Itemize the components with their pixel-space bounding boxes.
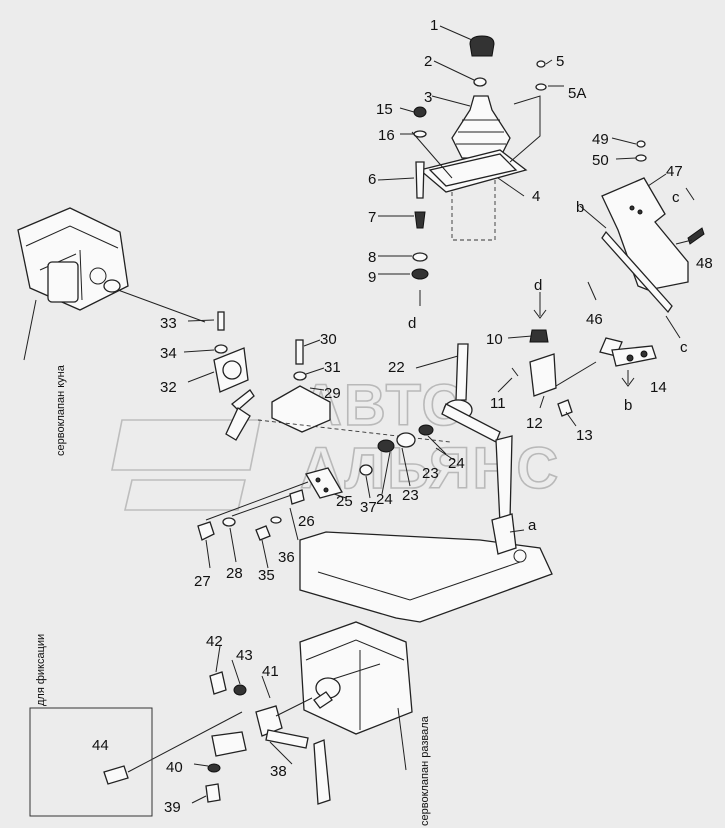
servo-valve-razval: [299, 621, 413, 735]
label-12: 12: [526, 415, 543, 432]
label-36: 36: [278, 549, 295, 566]
label-26: 26: [298, 513, 315, 530]
label-4: 4: [532, 188, 540, 205]
label-44: 44: [92, 737, 109, 754]
label-38: 38: [270, 763, 287, 780]
label-1: 1: [430, 17, 438, 34]
fork-12: [511, 329, 573, 417]
label-40: 40: [166, 759, 183, 776]
letter-c-bottom: c: [680, 339, 688, 356]
watermark-line-2: АЛЬЯНС: [300, 436, 560, 501]
label-13: 13: [576, 427, 593, 444]
label-29: 29: [324, 385, 341, 402]
label-28: 28: [226, 565, 243, 582]
label-30: 30: [320, 331, 337, 348]
leader-lines: [183, 25, 693, 804]
clamp-32: [213, 311, 249, 393]
label-48: 48: [696, 255, 713, 272]
label-3: 3: [424, 89, 432, 106]
bracket-47: [601, 140, 705, 314]
label-25: 25: [336, 493, 353, 510]
parts-bottom-left: [103, 671, 247, 803]
label-43: 43: [236, 647, 253, 664]
shaft-pieces: [359, 424, 434, 476]
lever-knob: [469, 35, 495, 87]
letter-b-bottom: b: [624, 397, 632, 414]
label-6: 6: [368, 171, 376, 188]
label-23a: 23: [422, 465, 439, 482]
frame-plate: [299, 435, 553, 623]
label-23b: 23: [402, 487, 419, 504]
label-9: 9: [368, 269, 376, 286]
reference-arrows: [533, 187, 695, 387]
lever-22: [441, 343, 501, 443]
label-39: 39: [164, 799, 181, 816]
lever-boot: [418, 95, 528, 241]
label-24a: 24: [448, 455, 465, 472]
label-31: 31: [324, 359, 341, 376]
label-34: 34: [160, 345, 177, 362]
label-5a: 5A: [568, 85, 586, 102]
letter-a: a: [528, 517, 537, 534]
label-32: 32: [160, 379, 177, 396]
label-24b: 24: [376, 491, 393, 508]
letter-d-left: d: [408, 315, 416, 332]
label-8: 8: [368, 249, 376, 266]
letter-d-right: d: [534, 277, 542, 294]
label-7: 7: [368, 209, 376, 226]
annotation-fixation: для фиксации: [35, 634, 47, 706]
label-11: 11: [490, 395, 506, 412]
label-42: 42: [206, 633, 223, 650]
label-2: 2: [424, 53, 432, 70]
label-10: 10: [486, 331, 503, 348]
label-47: 47: [666, 163, 683, 180]
label-27: 27: [194, 573, 211, 590]
reference-letter-labels: d d a b b c c: [408, 189, 688, 534]
annotation-servo-ku: сервоклапан куна: [55, 364, 67, 456]
servo-valve-ku: [17, 207, 129, 311]
small-fasteners-top: [411, 60, 547, 280]
label-35: 35: [258, 567, 275, 584]
label-16: 16: [378, 127, 395, 144]
label-5: 5: [556, 53, 564, 70]
linkage-rods: [225, 339, 451, 443]
label-15: 15: [376, 101, 393, 118]
label-22: 22: [388, 359, 405, 376]
label-50: 50: [592, 152, 609, 169]
part-number-labels: 1 2 3 5 5A 15 16 6 4 7 8 9 49 50 47 48 4…: [92, 17, 713, 816]
label-37: 37: [360, 499, 377, 516]
label-33: 33: [160, 315, 177, 332]
lever-14: [555, 337, 657, 387]
lever-41: [255, 697, 331, 805]
bracket-25: [205, 467, 343, 521]
label-41: 41: [262, 663, 279, 680]
letter-b-top: b: [576, 199, 584, 216]
bolts-left: [197, 489, 305, 541]
label-14: 14: [650, 379, 667, 396]
label-46: 46: [586, 311, 603, 328]
letter-c-top: c: [672, 189, 680, 206]
annotation-servo-razval: сервоклапан развала: [419, 715, 431, 826]
fixation-box: [29, 707, 153, 817]
label-49: 49: [592, 131, 609, 148]
